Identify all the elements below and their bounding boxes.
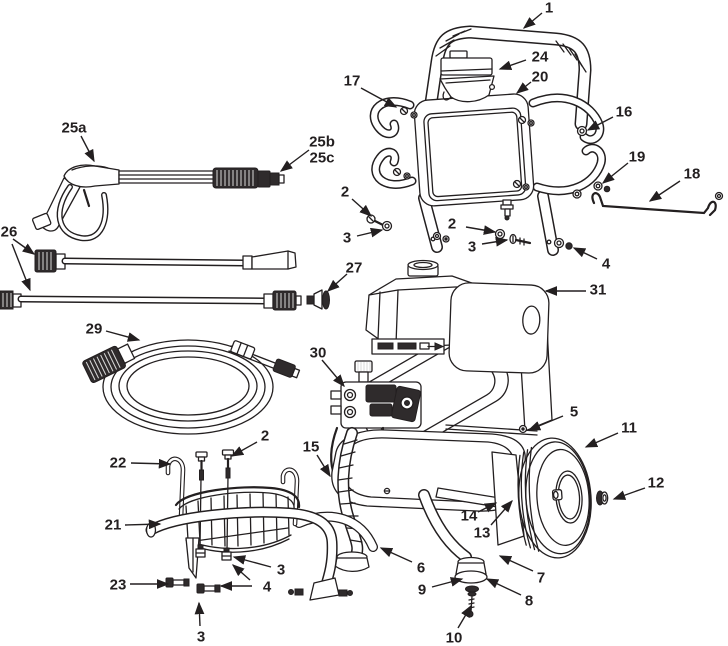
callout-arrow-2 (230, 441, 258, 457)
callout-arrow-19 (601, 162, 629, 184)
callout-arrow-29 (105, 330, 141, 342)
part-label-19: 19 (628, 148, 646, 166)
callout-arrow-26 (11, 243, 31, 292)
wand-lower-drawing (0, 290, 302, 311)
callout-arrow-10 (457, 604, 472, 629)
part-label-16: 16 (615, 103, 633, 121)
part-label-3: 3 (342, 229, 352, 247)
part-label-1: 1 (544, 0, 554, 17)
callout-arrow-14 (477, 502, 498, 513)
part-label-2: 2 (340, 183, 350, 201)
callout-arrow-5 (527, 415, 564, 431)
spray-gun-drawing (31, 164, 285, 242)
callout-arrow-8 (485, 578, 522, 596)
callout-arrows-layer (11, 12, 681, 629)
callout-arrow-13 (490, 499, 513, 526)
callout-arrow-2 (351, 198, 373, 217)
callout-arrow-18 (648, 180, 681, 202)
part-label-24: 24 (531, 48, 549, 66)
callout-arrow-7 (498, 555, 534, 572)
part-label-22: 22 (109, 454, 127, 472)
callout-arrow-20 (515, 81, 532, 94)
part-label-11: 11 (621, 419, 637, 437)
part-label-15: 15 (302, 438, 320, 456)
panel-drawing (413, 93, 535, 221)
callout-arrow-26 (12, 238, 36, 255)
callout-arrow-24 (498, 59, 527, 70)
callout-arrow-6 (379, 547, 413, 563)
part-label-7: 7 (536, 569, 546, 587)
callout-arrow-9 (431, 577, 464, 588)
foot-drawing (454, 556, 488, 618)
fasteners-drawing (366, 106, 724, 250)
part-label-10: 10 (445, 629, 463, 646)
part-label-23: 23 (109, 576, 127, 594)
callout-arrow-1 (522, 12, 543, 29)
cap-drawing (439, 50, 496, 103)
part-label-25b: 25b (309, 133, 335, 151)
part-label-3: 3 (276, 561, 286, 579)
part-label-18: 18 (683, 165, 701, 183)
part-label-21: 21 (104, 516, 122, 534)
support-bar-drawing (445, 424, 538, 436)
base-frame-drawing (294, 427, 526, 573)
part-label-5: 5 (569, 403, 579, 421)
nozzle-drawing (306, 289, 330, 310)
callout-arrow-4 (231, 564, 251, 581)
callout-arrow-22 (130, 458, 172, 469)
part-label-3: 3 (467, 238, 477, 256)
callout-arrow-16 (586, 116, 614, 131)
part-label-17: 17 (343, 72, 361, 90)
part-label-27: 27 (345, 259, 363, 277)
callout-arrow-12 (612, 487, 646, 500)
callout-arrow-15 (316, 454, 331, 478)
wheel-drawing (517, 437, 592, 559)
part-label-25a: 25a (61, 119, 87, 137)
wand-upper-drawing (34, 249, 297, 273)
callout-arrow-17 (360, 87, 398, 108)
rod-drawing (591, 192, 717, 217)
part-label-12: 12 (647, 474, 665, 492)
callout-arrow-4 (572, 247, 598, 260)
callout-arrow-3 (232, 555, 272, 568)
handle-drawing (418, 25, 592, 256)
part-label-29: 29 (85, 320, 103, 338)
part-label-4: 4 (262, 578, 272, 596)
part-label-31: 31 (589, 281, 607, 299)
part-label-14: 14 (460, 507, 478, 525)
callout-arrow-25a (80, 135, 95, 163)
part-label-20: 20 (531, 68, 549, 86)
part-label-25c: 25c (309, 149, 335, 167)
part-label-13: 13 (473, 524, 491, 542)
part-label-3: 3 (196, 628, 206, 646)
part-label-4: 4 (601, 255, 611, 273)
part-label-26: 26 (0, 223, 18, 241)
callout-arrow-11 (584, 432, 619, 448)
callout-arrow-21 (124, 519, 162, 530)
part-label-30: 30 (309, 344, 327, 362)
hubcap-drawing (596, 490, 609, 506)
callout-arrow-30 (321, 359, 345, 388)
hook-right-drawing (528, 93, 606, 196)
callout-arrow-2 (465, 225, 497, 235)
part-label-6: 6 (416, 559, 426, 577)
callout-arrow-3 (194, 601, 205, 627)
part-label-9: 9 (417, 581, 427, 599)
callout-arrow-25b (279, 149, 310, 172)
callout-arrow-3 (481, 236, 509, 247)
part-label-2: 2 (260, 427, 270, 445)
basket-drawing (145, 449, 353, 601)
hose-drawing (82, 339, 301, 435)
part-label-2: 2 (447, 215, 457, 233)
callout-arrow-3 (356, 227, 384, 238)
callout-arrow-27 (326, 273, 348, 292)
part-label-8: 8 (524, 592, 534, 610)
